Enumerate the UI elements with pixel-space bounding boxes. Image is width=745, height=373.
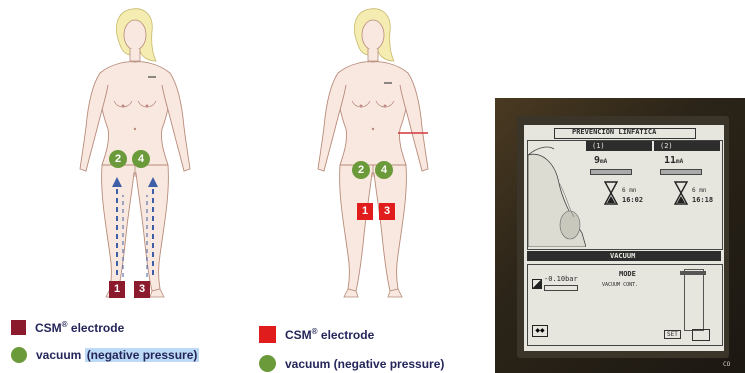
vacuum-cup-icon (684, 269, 704, 331)
channel-1-time-total: 6 mn (622, 187, 636, 194)
droplets-icon: ◆◆ (532, 325, 548, 337)
electrode-swatch-dark (11, 320, 26, 335)
middle-electrode-1: 1 (357, 203, 373, 220)
middle-vacuum-point-2: 2 (352, 161, 370, 179)
legend-left-electrode: CSM® electrode (11, 320, 124, 335)
middle-vacuum-point-4: 4 (375, 161, 393, 179)
channel-2-current: 11mA (664, 155, 683, 166)
corner-mark: CO (723, 361, 730, 368)
middle-electrode-3: 3 (379, 203, 395, 220)
return-icon[interactable] (692, 329, 710, 341)
channel-2-bar (660, 169, 702, 175)
legend-left-vacuum-label: vacuum (negative pressure) (36, 348, 199, 362)
electrode-swatch-bright (259, 326, 276, 343)
vacuum-header: VACUUM (610, 252, 635, 260)
vacuum-cup-base (680, 271, 706, 275)
device-bezel: PREVENCION LINFATICA (1) 9mA 6 mn 16 (517, 116, 729, 358)
middle-body-figure (298, 5, 478, 305)
left-electrode-1: 1 (109, 281, 125, 298)
vacuum-swatch (259, 355, 276, 372)
legend-middle-electrode-label: CSM® electrode (285, 327, 374, 342)
left-electrode-3: 3 (134, 281, 150, 298)
leg-illustration (528, 141, 586, 247)
left-vacuum-point-2: 2 (109, 150, 127, 168)
pressure-value: -0.10bar (544, 275, 578, 283)
selected-text-highlight: (negative pressure) (85, 348, 200, 362)
legend-middle-vacuum: vacuum (negative pressure) (259, 355, 444, 372)
legend-middle-vacuum-label: vacuum (negative pressure) (285, 357, 444, 371)
channel-2-hourglass-icon (674, 181, 688, 205)
legend-middle-electrode: CSM® electrode (259, 326, 374, 343)
left-body-figure (60, 5, 240, 305)
channel-2-time-total: 6 mn (692, 187, 706, 194)
legend-left-vacuum: vacuum (negative pressure) (11, 347, 199, 363)
pressure-icon (532, 279, 542, 289)
mode-value: VACUUM CONT. (602, 282, 638, 288)
lcd-screen: PREVENCION LINFATICA (1) 9mA 6 mn 16 (524, 125, 724, 351)
left-vacuum-point-4: 4 (132, 150, 150, 168)
channel-1-label: (1) (592, 142, 605, 150)
channel-2-time: 16:18 (692, 196, 713, 204)
mode-label: MODE (619, 270, 636, 278)
channel-1-bar (590, 169, 632, 175)
lcd-title: PREVENCION LINFATICA (572, 128, 656, 136)
channel-1-current: 9mA (594, 155, 607, 166)
channel-1-hourglass-icon (604, 181, 618, 205)
device-photo: PREVENCION LINFATICA (1) 9mA 6 mn 16 (495, 98, 745, 373)
vacuum-swatch (11, 347, 27, 363)
channel-2-label: (2) (660, 142, 673, 150)
legend-left-electrode-label: CSM® electrode (35, 320, 124, 335)
set-button[interactable]: SET (664, 330, 681, 339)
pressure-bar (544, 285, 578, 291)
channel-1-time: 16:02 (622, 196, 643, 204)
